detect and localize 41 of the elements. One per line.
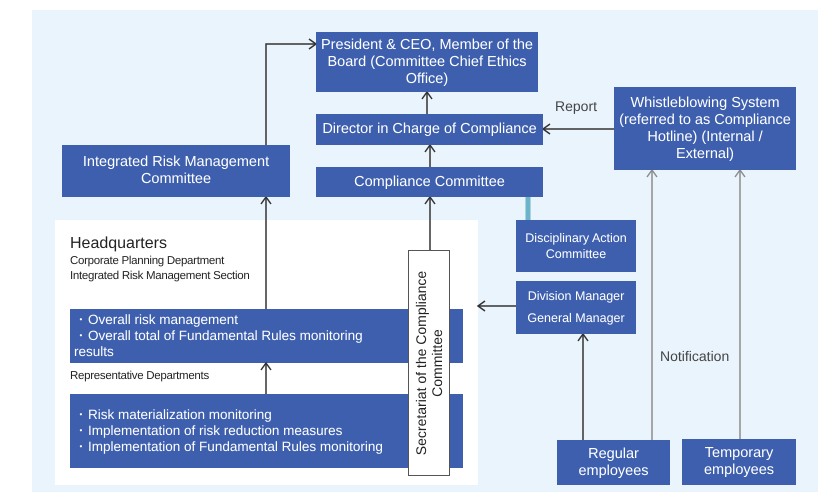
process-box [316,167,543,197]
arrow [542,123,614,135]
arrow [734,169,746,439]
node-text: President & CEO, Member of the Board (Committee Chief Ethics Office) [320,36,534,88]
node-text: Headquarters [70,234,168,254]
group-panel [55,220,478,485]
node-text: ・Implementation of risk reduction measures [74,423,344,439]
node-text: Corporate Planning Department Integrated Risk Management Section [70,254,250,284]
arrow [477,300,516,312]
arrow [260,362,272,394]
arrow [260,196,272,309]
arrow [424,144,436,167]
node-text: Temporary employees [702,445,776,479]
process-box [516,220,636,272]
node-text: Director in Charge of Compliance [322,121,537,138]
node-text: Representative Departments [70,369,210,384]
node-text: Secretariat of the Compliance Committee [413,270,445,458]
arrow [421,91,433,114]
process-box [682,439,796,485]
node-text: Compliance Committee [354,174,505,190]
node-text: Integrated Risk Management Committee [82,154,270,188]
arrow [646,169,658,440]
node-text: Disciplinary Action Committee [524,230,628,262]
node-text: ・Overall total of Fundamental Rules monitoring results [74,328,364,360]
process-box [557,440,670,485]
node-text: ・Overall risk management [74,312,240,328]
node-text: General Manager [527,310,625,328]
process-box [62,145,290,197]
node-text: ・Implementation of Fundamental Rules monitoring [74,439,384,455]
arrow [265,38,317,145]
arrow [424,196,436,250]
node-text: Regular employees [577,446,650,480]
node-text: ・Risk materialization monitoring [74,407,273,423]
process-box [516,281,636,334]
arrow [577,333,589,440]
node-text: Whistleblowing System (referred to as Compliance Hotline) (Internal / External) [618,94,792,162]
connector-line [526,197,530,220]
process-box [614,87,796,170]
process-box [316,114,543,145]
vertical-label-box [408,250,450,476]
node-text: Division Manager [528,288,624,305]
